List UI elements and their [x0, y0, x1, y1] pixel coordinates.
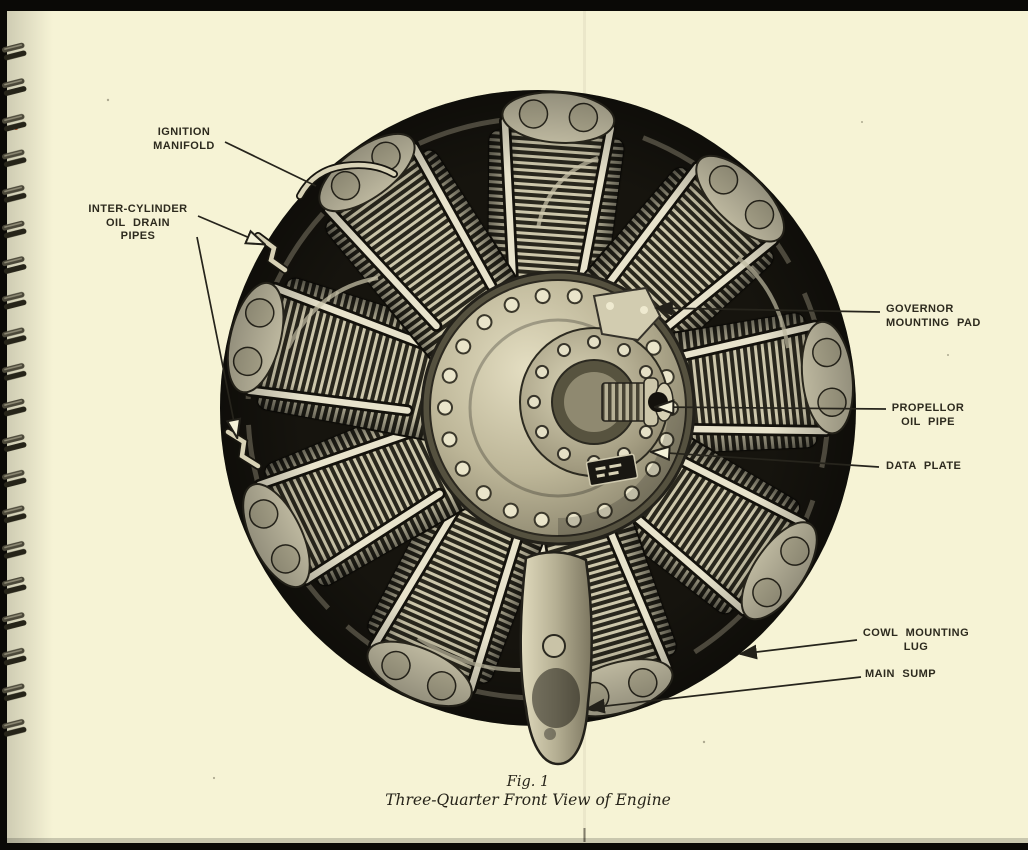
figure-number: Fig. 1 — [506, 774, 550, 790]
leader-oil-drain-lower — [196, 236, 237, 437]
label-line: COWL MOUNTING — [862, 627, 970, 639]
label-line: OIL PIPE — [901, 415, 955, 428]
leader-main-sump — [586, 676, 862, 714]
label-propellor-oil-pipe: PROPELLOR OIL PIPE — [889, 402, 967, 429]
label-ignition-manifold: IGNITION MANIFOLD — [150, 126, 218, 153]
spiral-binding — [1, 30, 32, 746]
label-main-sump: MAIN SUMP — [865, 668, 970, 682]
data-plate-part — [585, 453, 639, 487]
label-line: OIL DRAIN — [105, 216, 171, 229]
leader-cowl-lug — [738, 639, 858, 660]
label-cowl-mounting-lug: COWL MOUNTING LUG — [861, 627, 971, 654]
label-data-plate: DATA PLATE — [886, 460, 1001, 474]
leader-data-plate — [652, 452, 880, 468]
label-line: MAIN SUMP — [865, 668, 936, 680]
label-line: DATA PLATE — [886, 460, 962, 472]
label-inter-cylinder-oil-drain-pipes: INTER-CYLINDER OIL DRAIN PIPES — [82, 203, 194, 244]
propeller-shaft-splines — [601, 382, 647, 422]
top-black-edge — [0, 0, 1028, 11]
engine-photo — [214, 87, 860, 766]
figure-title: Three-Quarter Front View of Engine — [385, 791, 671, 809]
leader-governor-pad — [654, 300, 881, 316]
leader-ignition-manifold — [224, 141, 317, 187]
figure-caption: Fig. 1 Three-Quarter Front View of Engin… — [28, 774, 1028, 809]
label-line: LUG — [903, 640, 929, 653]
label-line: MOUNTING PAD — [886, 316, 981, 329]
label-governor-mounting-pad: GOVERNOR MOUNTING PAD — [886, 303, 1011, 330]
leader-oil-drain-upper — [197, 215, 264, 244]
governor-mounting-pad-part — [592, 286, 662, 342]
page-bottom-shadow — [0, 838, 1028, 843]
label-line: IGNITION — [157, 126, 211, 138]
label-line: INTER-CYLINDER — [88, 203, 188, 215]
leader-propellor-oil-pipe — [656, 407, 887, 409]
label-line: GOVERNOR — [886, 303, 954, 315]
propeller-oil-pipe-port — [648, 392, 668, 412]
main-sump-part — [519, 551, 593, 766]
label-line: PROPELLOR — [891, 402, 965, 414]
leader-lines — [196, 141, 887, 714]
label-line: PIPES — [120, 230, 156, 242]
label-line: MANIFOLD — [153, 139, 215, 152]
bottom-black-edge — [0, 843, 1028, 850]
